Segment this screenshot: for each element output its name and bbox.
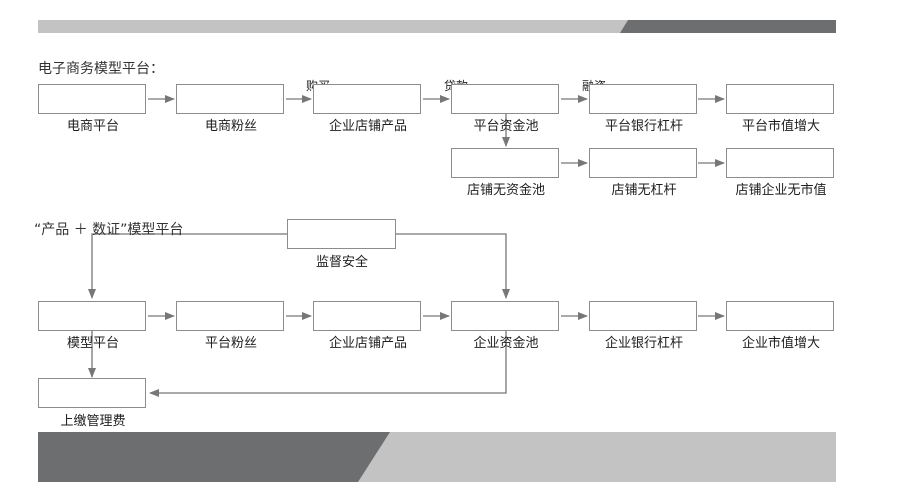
node-label: 模型平台 (66, 336, 119, 351)
node-box-management-fee (38, 378, 146, 408)
node-box-platform-value-growth (726, 84, 834, 114)
node-box-supervise (287, 219, 396, 249)
node-label: 企业市值增大 (741, 336, 820, 351)
node-box-store-products (313, 84, 421, 114)
node-label: 电商粉丝 (204, 119, 257, 134)
node-box-ecommerce-fans (176, 84, 284, 114)
node-box-platform-fans (176, 301, 284, 331)
node-label: 平台资金池 (473, 119, 539, 134)
node-box-platform-fund-pool (451, 84, 559, 114)
section-title-product-model: “产品 ＋ 数证”模型平台 (34, 222, 184, 238)
node-box-enterprise-bank-leverage (589, 301, 697, 331)
section-title-ecommerce: 电子商务模型平台： (38, 61, 164, 77)
arrow-supervise-m4 (396, 233, 510, 299)
node-box-ecommerce-platform (38, 84, 146, 114)
node-label: 企业银行杠杆 (604, 336, 683, 351)
node-label: 企业资金池 (473, 336, 539, 351)
node-label: 平台银行杠杆 (604, 119, 683, 134)
node-label: 店铺无杠杆 (611, 183, 677, 198)
node-box-enterprise-store-products (313, 301, 421, 331)
top-band-dark (620, 20, 836, 33)
node-label: 企业店铺产品 (328, 336, 407, 351)
node-label: 监督安全 (315, 255, 368, 270)
node-label: 电商平台 (66, 119, 119, 134)
node-label: 平台市值增大 (741, 119, 820, 134)
node-box-store-no-leverage (589, 148, 697, 178)
node-label: 店铺无资金池 (466, 183, 545, 198)
node-box-enterprise-fund-pool (451, 301, 559, 331)
node-label: 企业店铺产品 (328, 119, 407, 134)
node-box-platform-bank-leverage (589, 84, 697, 114)
node-box-store-no-fund-pool (451, 148, 559, 178)
node-box-enterprise-value-growth (726, 301, 834, 331)
node-label: 店铺企业无市值 (735, 183, 827, 198)
node-box-model-platform (38, 301, 146, 331)
node-label: 上缴管理费 (60, 414, 126, 429)
arrow-m4-fee (149, 331, 507, 397)
arrow-supervise-m1 (88, 233, 287, 299)
node-box-store-no-value (726, 148, 834, 178)
bottom-band-dark (38, 432, 390, 482)
node-label: 平台粉丝 (204, 336, 257, 351)
